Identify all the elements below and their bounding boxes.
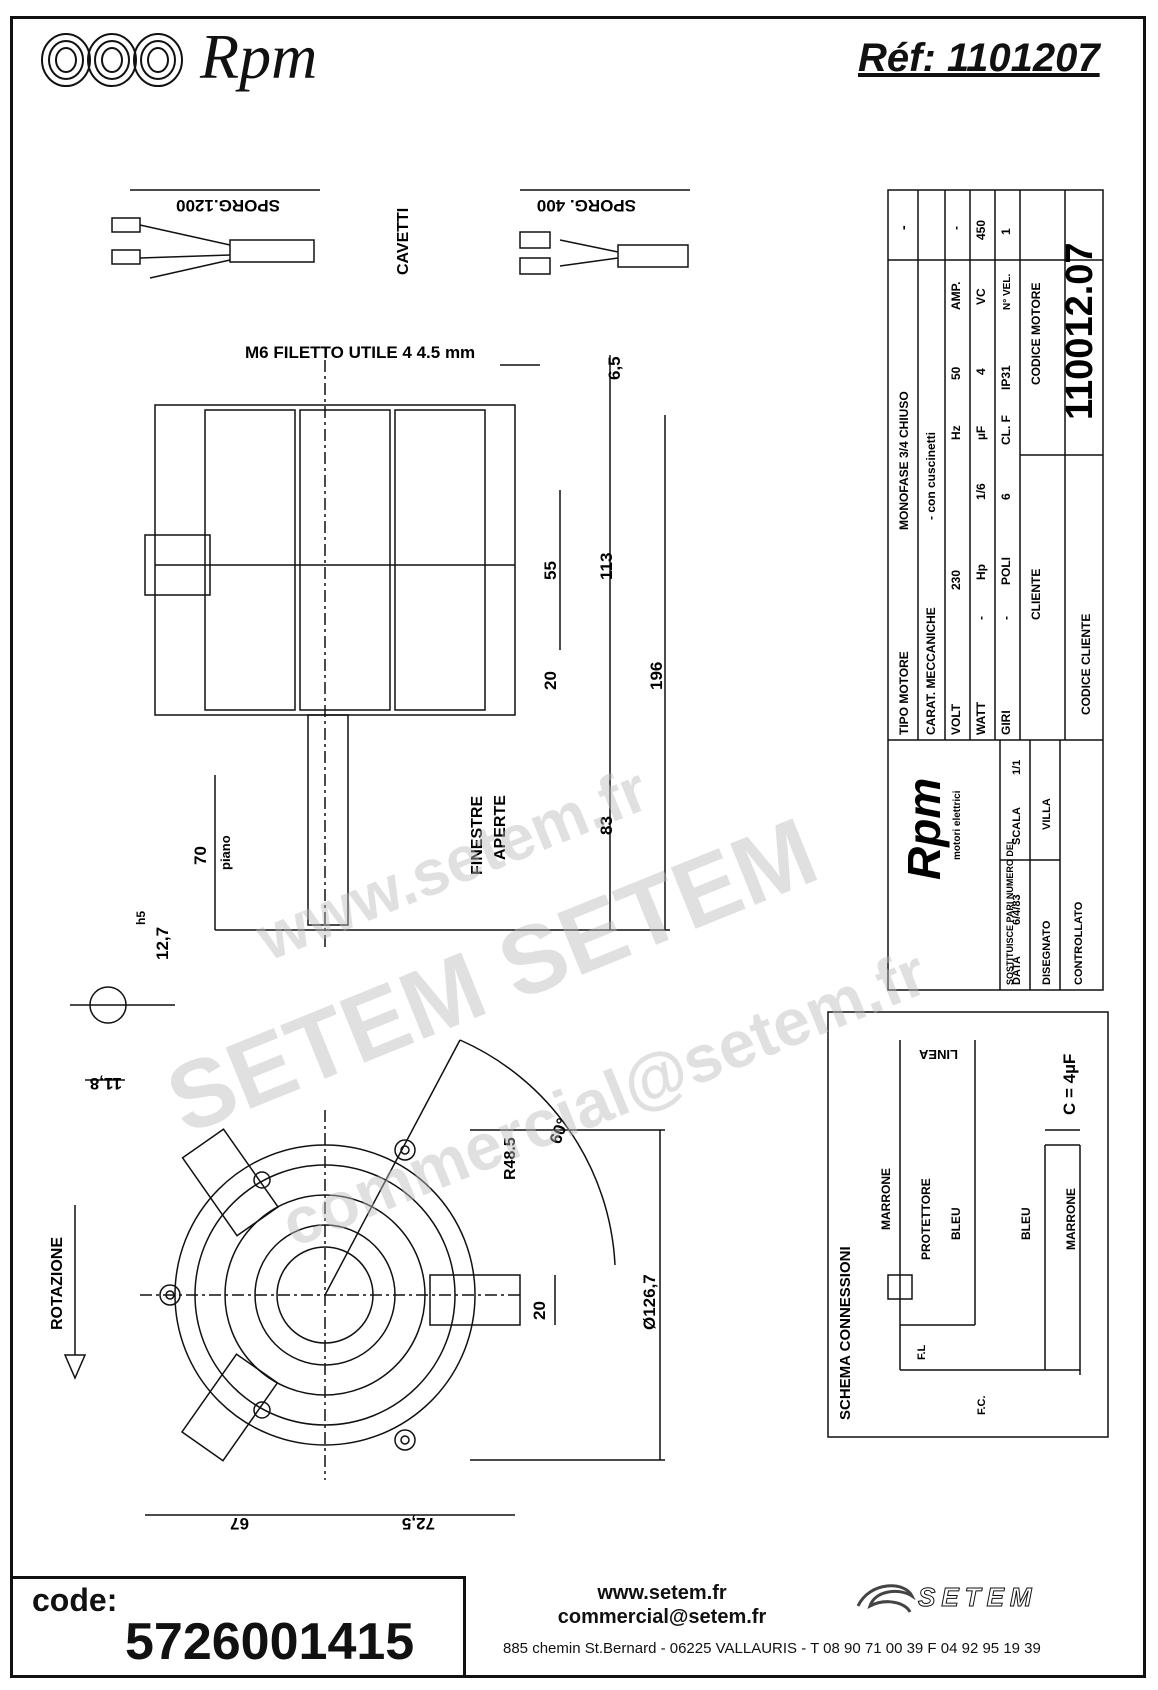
page-frame xyxy=(10,16,1146,1678)
dim-72-5: 72,5 xyxy=(402,1514,435,1533)
footer-website[interactable]: www.setem.fr xyxy=(597,1582,727,1604)
vel-label: N° VEL. xyxy=(1002,274,1013,310)
mount-bracket-top xyxy=(181,1128,280,1237)
setem-logo-text: SETEM xyxy=(918,1582,1038,1613)
dim-70: 70 xyxy=(191,846,210,865)
vc-label: VC xyxy=(974,288,988,305)
tipo-motore-value: MONOFASE 3/4 CHIUSO xyxy=(897,391,911,530)
hz-value: 50 xyxy=(949,366,963,380)
rpm-small-logo: Rpm xyxy=(898,778,950,880)
setem-swirl-logo xyxy=(856,1584,916,1613)
dim-6-5: 6,5 xyxy=(605,356,624,380)
linea-label: LINEA xyxy=(918,1047,958,1062)
dim-20-front: 20 xyxy=(530,1301,549,1320)
dim-20-side: 20 xyxy=(541,671,560,690)
h5-label: h5 xyxy=(134,911,148,925)
hp-value: 1/6 xyxy=(974,483,988,500)
dim-12-7: 12,7 xyxy=(153,927,172,960)
codice-cliente-label: CODICE CLIENTE xyxy=(1079,614,1093,715)
data-label: DATA xyxy=(1011,956,1023,985)
motori-label: motori elettrici xyxy=(952,790,963,860)
code-value: 5726001415 xyxy=(125,1613,415,1671)
footer-address: 885 chemin St.Bernard - 06225 VALLAURIS … xyxy=(503,1640,1041,1657)
footer-email[interactable]: commercial@setem.fr xyxy=(557,1606,767,1628)
fl-label: F.L xyxy=(916,1344,928,1360)
giri-value: - xyxy=(999,616,1013,620)
mount-bracket-bottom xyxy=(180,1353,279,1462)
capacitor-label: C = 4µF xyxy=(1060,1054,1079,1115)
data-value: 6/4/83 xyxy=(1011,894,1023,925)
windows-label-1: FINESTRE xyxy=(469,796,486,875)
giri-label: GIRI xyxy=(999,710,1013,735)
tipo-dash: - xyxy=(895,225,911,230)
cable-jacket-right xyxy=(617,244,689,268)
rotation-label: ROTAZIONE xyxy=(49,1237,66,1330)
radius-label: R48.5 xyxy=(502,1137,519,1180)
code-box xyxy=(10,1576,466,1678)
carat-value: - con cuscinetti xyxy=(924,432,938,520)
cliente-label: CLIENTE xyxy=(1029,569,1043,620)
protettore-label: PROTETTORE xyxy=(919,1178,933,1260)
schema-title: SCHEMA CONNESSIONI xyxy=(837,1246,854,1420)
controllato-label: CONTROLLATO xyxy=(1073,901,1085,985)
brand-name: Rpm xyxy=(200,21,318,92)
dim-113: 113 xyxy=(597,553,616,580)
codice-motore-label: CODICE MOTORE xyxy=(1029,283,1043,385)
codice-motore-value: 110012.07 xyxy=(1059,242,1101,420)
uf-value: 4 xyxy=(974,368,988,375)
hp-label: Hp xyxy=(974,564,988,580)
ip-value: IP31 xyxy=(999,365,1013,390)
sporg-1200-label: SPORG.1200 xyxy=(176,196,280,215)
watt-value: - xyxy=(974,616,988,620)
cables-label: CAVETTI xyxy=(395,208,412,275)
uf-label: µF xyxy=(974,426,988,440)
dim-83: 83 xyxy=(597,816,616,835)
capacitor-box xyxy=(144,534,211,596)
scala-value: 1/1 xyxy=(1011,760,1023,775)
fc-label: F.C. xyxy=(976,1395,988,1415)
dim-196: 196 xyxy=(647,662,666,690)
vel-value: 1 xyxy=(999,228,1013,235)
cable-jacket-left xyxy=(229,239,315,263)
marrone-label-1: MARRONE xyxy=(879,1168,893,1230)
sostituisce-label: SOSTITUISCE PARI NUMERO DEL xyxy=(1005,838,1015,985)
amp-value: - xyxy=(949,226,963,230)
disegnato-label: DISEGNATO xyxy=(1041,920,1053,985)
piano-label: piano xyxy=(218,835,233,870)
poli-label: POLI xyxy=(999,557,1013,585)
hz-label: Hz xyxy=(949,425,963,440)
volt-value: 230 xyxy=(949,570,963,590)
watt-label: WATT xyxy=(974,701,988,735)
vc-value: 450 xyxy=(974,220,988,240)
dim-67: 67 xyxy=(230,1514,249,1533)
diameter-label: Ø126,7 xyxy=(640,1274,659,1330)
rpm-coil-logo xyxy=(41,33,183,87)
bleu-label-1: BLEU xyxy=(949,1207,963,1240)
disegnato-value: VILLA xyxy=(1041,798,1053,830)
reference-number: Réf: 1101207 xyxy=(858,36,1100,80)
volt-label: VOLT xyxy=(949,703,963,735)
amp-label: AMP. xyxy=(949,282,963,310)
sporg-400-label: SPORG. 400 xyxy=(537,196,636,215)
windows-label-2: APERTE xyxy=(492,795,509,860)
mount-bracket-right xyxy=(429,1274,521,1326)
thread-note: M6 FILETTO UTILE 4 4.5 mm xyxy=(245,343,475,362)
bleu-label-2: BLEU xyxy=(1019,1207,1033,1240)
scala-label: SCALA xyxy=(1011,807,1023,845)
shaft xyxy=(307,714,349,926)
code-label: code: xyxy=(32,1582,118,1618)
class-label: CL. F xyxy=(999,415,1013,445)
schema-box xyxy=(827,1011,1109,1438)
dim-55: 55 xyxy=(541,561,560,580)
carat-label: CARAT. MECCANICHE xyxy=(924,607,938,735)
poli-value: 6 xyxy=(999,493,1013,500)
marrone-label-2: MARRONE xyxy=(1064,1188,1078,1250)
dim-11-8: 11,8 xyxy=(90,1074,122,1093)
tipo-motore-label: TIPO MOTORE xyxy=(897,651,911,735)
